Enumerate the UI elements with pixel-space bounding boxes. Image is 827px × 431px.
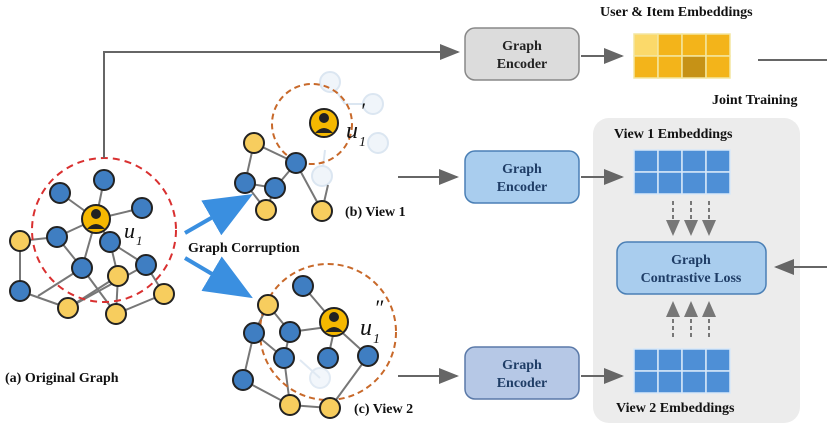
corruption-arrow-down [183, 256, 253, 299]
view1-embedding-grid [633, 149, 731, 195]
view2-label: (c) View 2 [354, 402, 413, 417]
view2-encoder-line1: Graph [502, 358, 542, 373]
view2-graph-encoder: Graph Encoder [464, 346, 580, 400]
original-graph-nodes [9, 169, 175, 325]
u1-dprime-mark: ″ [374, 295, 384, 320]
u1-prime-label: u [346, 118, 358, 144]
u1-dprime-label: u [360, 315, 372, 341]
user-item-embeddings-label: User & Item Embeddings [600, 5, 753, 20]
top-encoder-line1: Graph [502, 39, 542, 54]
view1-user-boundary [271, 83, 353, 165]
u1-dprime-subscript: 1 [373, 332, 380, 347]
top-connector-arrow [103, 44, 460, 158]
u1-prime-mark: ′ [360, 98, 366, 123]
top-graph-encoder: Graph Encoder [464, 27, 580, 81]
joint-training-label: Joint Training [712, 93, 797, 108]
view2-encoder-line2: Encoder [497, 376, 548, 391]
view1-label: (b) View 1 [345, 205, 406, 220]
view1-encoder-line2: Encoder [497, 180, 548, 195]
loss-line2: Contrastive Loss [641, 271, 742, 286]
view2-nodes [232, 275, 379, 419]
graph-corruption-label: Graph Corruption [188, 241, 300, 256]
view1-embeddings-label: View 1 Embeddings [614, 127, 733, 142]
view2-to-loss-arrows [666, 301, 716, 337]
view1-encoder-line1: Graph [502, 162, 542, 177]
loss-line1: Graph [671, 253, 711, 268]
user-item-embedding-grid [633, 33, 731, 79]
u1-prime-subscript: 1 [359, 135, 366, 150]
corruption-arrow-up [184, 194, 253, 236]
view1-faded-nodes [311, 71, 389, 187]
view2-faded-nodes [299, 359, 331, 389]
view1-nodes [234, 132, 333, 222]
view1-user-node [309, 108, 339, 138]
contrastive-loss-box: Graph Contrastive Loss [616, 241, 767, 295]
view2-user-node [319, 307, 349, 337]
user-node-u1 [81, 204, 111, 234]
top-encoder-line2: Encoder [497, 57, 548, 72]
view2-embedding-grid [633, 348, 731, 394]
view2-embeddings-label: View 2 Embeddings [616, 401, 735, 416]
original-graph-label: (a) Original Graph [5, 371, 119, 386]
view1-graph-encoder: Graph Encoder [464, 150, 580, 204]
view1-to-loss-arrows [666, 201, 716, 236]
u1-subscript: 1 [136, 233, 143, 248]
u1-label: u [124, 218, 135, 243]
